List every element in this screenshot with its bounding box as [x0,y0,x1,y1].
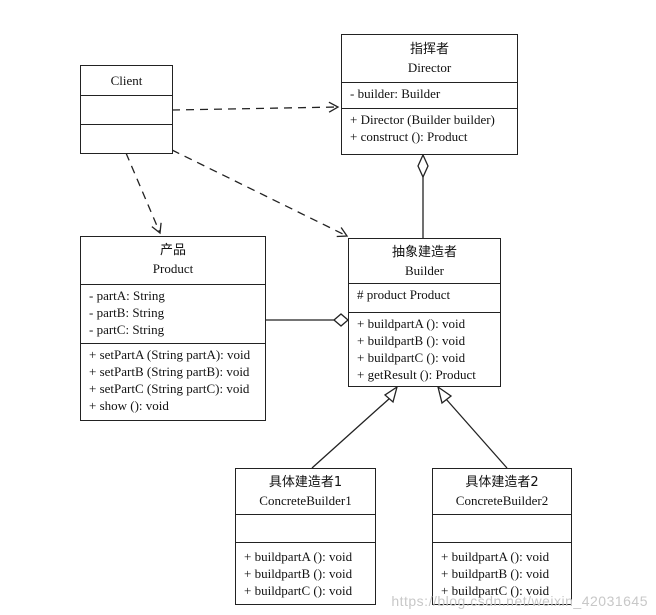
product-operation: + setPartA (String partA): void [89,347,251,362]
builder-operation: + buildpartB (): void [357,333,466,348]
concrete-builder1-attributes-section [236,515,375,543]
director-class-name-en: Director [407,60,452,75]
aggregation-diamond-director [417,153,429,179]
concrete1-generalization [311,397,391,469]
concrete-builder2-operation: + buildpartA (): void [441,549,550,564]
product-attribute: - partA: String [89,288,165,303]
product-class-header: 产品 Product [81,237,265,285]
client-attributes-section [81,96,172,125]
director-operations-section: + Director (Builder builder) + construct… [342,109,517,147]
builder-operation: + buildpartC (): void [357,350,466,365]
director-operation: + construct (): Product [350,129,468,144]
client-class-name: Client [110,73,143,88]
product-operation: + show (): void [89,398,169,413]
builder-attribute: # product Product [357,287,451,302]
concrete-builder1-operation: + buildpartC (): void [244,583,353,598]
director-class: 指挥者 Director - builder: Builder + Direct… [341,34,518,155]
concrete-builder1-header: 具体建造者1 ConcreteBuilder1 [236,469,375,515]
director-class-header: 指挥者 Director [342,35,517,83]
director-attribute: - builder: Builder [350,86,441,101]
concrete-builder2-name-en: ConcreteBuilder2 [455,493,549,508]
builder-attributes-section: # product Product [349,284,500,313]
watermark-text: https://blog.csdn.net/weixin_42031645 [391,593,648,609]
builder-class-name-en: Builder [405,263,444,278]
generalization-triangle-2 [436,385,453,405]
product-class-name-cn: 产品 [159,243,186,258]
director-operation: + Director (Builder builder) [350,112,495,127]
builder-class-header: 抽象建造者 Builder [349,239,500,284]
product-attribute: - partB: String [89,305,165,320]
concrete-builder1-operation: + buildpartA (): void [244,549,353,564]
aggregation-diamond-builder [333,313,349,327]
product-class: 产品 Product - partA: String - partB: Stri… [80,236,266,421]
product-operations-section: + setPartA (String partA): void + setPar… [81,344,265,416]
product-operation: + setPartB (String partB): void [89,364,250,379]
builder-class: 抽象建造者 Builder # product Product + buildp… [348,238,501,387]
builder-operation: + buildpartA (): void [357,316,466,331]
product-attributes-section: - partA: String - partB: String - partC:… [81,285,265,344]
generalization-triangle-1 [383,385,399,404]
product-class-name-en: Product [152,261,194,276]
director-attributes-section: - builder: Builder [342,83,517,109]
concrete-builder1-class: 具体建造者1 ConcreteBuilder1 + buildpartA ():… [235,468,376,605]
concrete-builder2-operations-section: + buildpartA (): void + buildpartB (): v… [433,543,571,601]
concrete-builder2-operation: + buildpartB (): void [441,566,550,581]
concrete-builder2-class: 具体建造者2 ConcreteBuilder2 + buildpartA ():… [432,468,572,605]
builder-operations-section: + buildpartA (): void + buildpartB (): v… [349,313,500,385]
concrete-builder2-name-cn: 具体建造者2 [465,475,539,490]
concrete2-generalization [445,398,508,469]
concrete-builder1-operations-section: + buildpartA (): void + buildpartB (): v… [236,543,375,601]
client-builder-dependency [171,149,349,238]
builder-operation: + getResult (): Product [357,367,476,382]
concrete-builder1-name-cn: 具体建造者1 [268,475,343,490]
concrete-builder2-operation: + buildpartC (): void [441,583,550,598]
client-class: Client [80,65,173,154]
client-class-header: Client [81,66,172,96]
concrete-builder2-attributes-section [433,515,571,543]
product-operation: + setPartC (String partC): void [89,381,250,396]
concrete-builder1-name-en: ConcreteBuilder1 [259,493,352,508]
builder-class-name-cn: 抽象建造者 [391,245,457,260]
concrete-builder2-header: 具体建造者2 ConcreteBuilder2 [433,469,571,515]
client-product-dependency [125,152,162,235]
client-operations-section [81,125,172,129]
director-class-name-cn: 指挥者 [409,42,449,57]
product-attribute: - partC: String [89,322,165,337]
concrete-builder1-operation: + buildpartB (): void [244,566,353,581]
client-director-dependency [171,101,340,113]
